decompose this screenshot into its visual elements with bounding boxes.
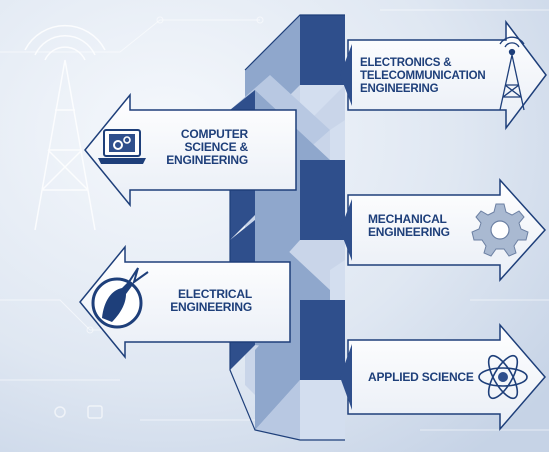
label-computer-line-3: ENGINEERING	[166, 153, 248, 167]
arrow-electrical	[79, 244, 291, 360]
label-applied-science: APPLIED SCIENCE	[368, 371, 474, 384]
chevron-column	[229, 14, 345, 441]
arrow-applied-science	[340, 322, 546, 432]
background-decor	[54, 405, 103, 419]
label-applied-line-1: APPLIED SCIENCE	[368, 370, 474, 384]
label-computer-line-2: SCIENCE &	[184, 140, 248, 154]
label-electronics-line-1: ELECTRONICS &	[360, 57, 452, 69]
label-mechanical-line-1: MECHANICAL	[368, 212, 447, 226]
label-electronics-line-3: ENGINEERING	[360, 83, 439, 95]
gear-icon	[471, 203, 529, 257]
label-computer-science: COMPUTER SCIENCE & ENGINEERING	[160, 128, 248, 167]
arrow-computer-science	[84, 92, 297, 208]
laptop-gears-icon	[98, 129, 146, 164]
label-electrical: ELECTRICAL ENGINEERING	[160, 288, 252, 314]
label-electrical-line-1: ELECTRICAL	[178, 287, 252, 301]
label-computer-line-1: COMPUTER	[180, 127, 248, 141]
lightning-hand-icon	[91, 267, 149, 329]
label-mechanical: MECHANICAL ENGINEERING	[368, 213, 450, 239]
label-electrical-line-2: ENGINEERING	[170, 300, 252, 314]
label-mechanical-line-2: ENGINEERING	[368, 225, 450, 239]
label-electronics: ELECTRONICS & TELECOMMUNICATION ENGINEER…	[360, 57, 486, 96]
arrow-electronics	[340, 19, 547, 131]
background-tower-icon	[24, 24, 106, 231]
radio-tower-icon	[499, 36, 525, 111]
label-electronics-line-2: TELECOMMUNICATION	[360, 70, 486, 82]
atom-icon	[478, 354, 528, 400]
